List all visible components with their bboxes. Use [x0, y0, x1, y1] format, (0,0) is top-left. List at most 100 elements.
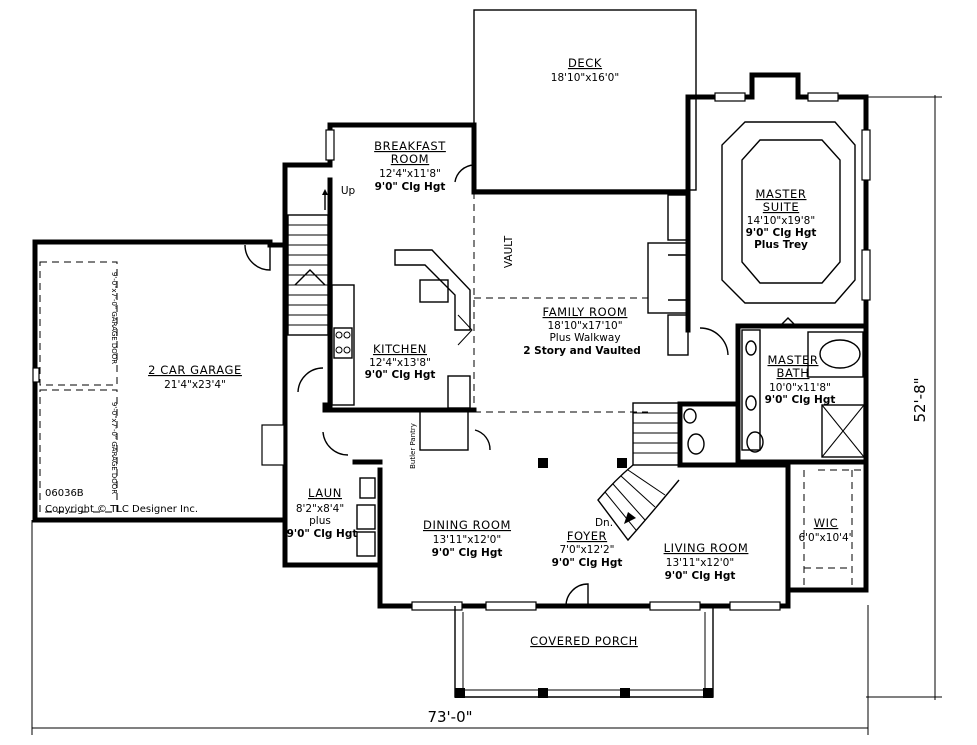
wic-size: 6'0"x10'4" [798, 532, 853, 544]
wic-name: WIC [814, 516, 839, 530]
dining-name: DINING ROOM [423, 518, 511, 532]
family-note-2: 2 Story and Vaulted [523, 345, 641, 357]
fireplace-box [647, 242, 689, 314]
washer-icon [356, 504, 376, 530]
laundry-note-1: plus [309, 515, 331, 527]
laundry-size: 8'2"x8'4" [296, 503, 344, 515]
wall-bath-west [735, 323, 869, 465]
breakfast-name-1: BREAKFAST [374, 139, 446, 153]
living-size: 13'11"x12'0" [666, 557, 734, 569]
window-dining-2 [485, 601, 537, 611]
doors [244, 164, 729, 607]
garage-size: 21'4"x23'4" [164, 379, 226, 391]
arrow-up-icon [322, 189, 328, 195]
wall-halfbath [677, 401, 791, 468]
master-suite-name-2: SUITE [763, 200, 799, 214]
toilet-icon [746, 431, 764, 453]
family-name: FAMILY ROOM [543, 305, 628, 319]
laundry-fixtures [356, 477, 376, 557]
windows [261, 92, 871, 611]
master-suite-name-1: MASTER [756, 187, 807, 201]
foyer-name: FOYER [567, 529, 607, 543]
plan-id: 06036B [45, 488, 84, 499]
trey-outer [721, 121, 856, 304]
window-laundry [261, 424, 285, 466]
living-note: 9'0" Clg Hgt [665, 570, 736, 582]
dining-size: 13'11"x12'0" [433, 534, 501, 546]
garage-bay-1 [39, 261, 118, 386]
window-suite-2 [861, 249, 871, 301]
fridge-icon [447, 375, 471, 409]
tub-icon [819, 339, 861, 369]
kitchen-counter-west [331, 284, 355, 406]
deck-name: DECK [568, 56, 602, 70]
arrow-down-icon [624, 512, 636, 524]
garage-name: 2 CAR GARAGE [148, 363, 242, 377]
butler-pantry [419, 409, 469, 451]
columns [538, 458, 627, 468]
bath-fixtures [683, 317, 865, 458]
kitchen-size: 12'4"x13'8" [369, 357, 431, 369]
window-living-2 [729, 601, 781, 611]
depth-dimension: 52'-8" [911, 377, 929, 422]
stair-down-label: Dn. [595, 517, 613, 529]
kitchen-island [394, 249, 471, 331]
laundry-name: LAUN [308, 486, 342, 500]
dimension-lines [31, 95, 942, 735]
breakfast-note: 9'0" Clg Hgt [375, 181, 446, 193]
master-bath-note: 9'0" Clg Hgt [765, 394, 836, 406]
width-dimension: 73'-0" [427, 708, 472, 726]
pantry-door-arc [474, 429, 491, 451]
master-bath-name-2: BATH [777, 366, 810, 380]
master-bath-size: 10'0"x11'8" [769, 382, 831, 394]
deck [473, 9, 697, 191]
family-size: 18'10"x17'10" [547, 320, 622, 332]
sink-icon [419, 279, 449, 303]
porch-name: COVERED PORCH [530, 634, 638, 648]
range-icon [333, 327, 353, 359]
breakfast-name-2: ROOM [391, 152, 429, 166]
wall-master-suite [685, 72, 869, 329]
foyer-size: 7'0"x12'2" [559, 544, 614, 556]
wall-laundry [282, 452, 383, 568]
suite-door-arc [699, 327, 729, 356]
laundry-sink-icon [359, 477, 376, 499]
window-dining-1 [411, 601, 463, 611]
tub-deck [807, 331, 864, 378]
dining-note: 9'0" Clg Hgt [432, 547, 503, 559]
halfbath-toilet-icon [687, 433, 705, 455]
main-stair [597, 402, 680, 542]
master-suite-note: 9'0" Clg Hgt [746, 227, 817, 239]
fireplace [647, 194, 689, 356]
covered-porch [454, 606, 714, 698]
bath-double-door [777, 317, 799, 329]
trey-ceiling [721, 121, 856, 304]
breakfast-size: 12'4"x11'8" [379, 168, 441, 180]
kitchen-door-arc [297, 367, 324, 393]
front-door-arc [565, 583, 589, 607]
laundry-note-2: 9'0" Clg Hgt [287, 528, 358, 540]
garage-entry-door-arc [244, 244, 271, 271]
window-breakfast [325, 129, 335, 161]
garage-bay-2 [39, 389, 118, 513]
stair-curved-run [597, 464, 680, 542]
family-south-shelf [667, 314, 689, 356]
room-labels: DECK 18'10"x16'0" BREAKFAST ROOM 12'4"x1… [148, 56, 853, 648]
hearth [668, 254, 689, 301]
kitchen-fixtures: Butler Pantry [331, 249, 473, 469]
halfbath-sink-icon [683, 408, 697, 424]
wic-shelves [803, 469, 864, 585]
butler-pantry-label: Butler Pantry [409, 423, 417, 469]
overhead-lines [473, 192, 648, 413]
garage-door-label-2: 9'-0"x7'-0" GARAGE DOOR [110, 402, 118, 494]
rear-stair [287, 189, 329, 336]
garage-pier [32, 367, 40, 383]
master-bath-name-1: MASTER [768, 353, 819, 367]
copyright: Copyright © TLC Designer Inc. [45, 504, 198, 515]
walls [32, 72, 869, 609]
foyer-note: 9'0" Clg Hgt [552, 557, 623, 569]
laundry-door-arc [322, 431, 349, 456]
stair-upper-run [632, 402, 680, 466]
window-suite-top-1 [714, 92, 746, 102]
